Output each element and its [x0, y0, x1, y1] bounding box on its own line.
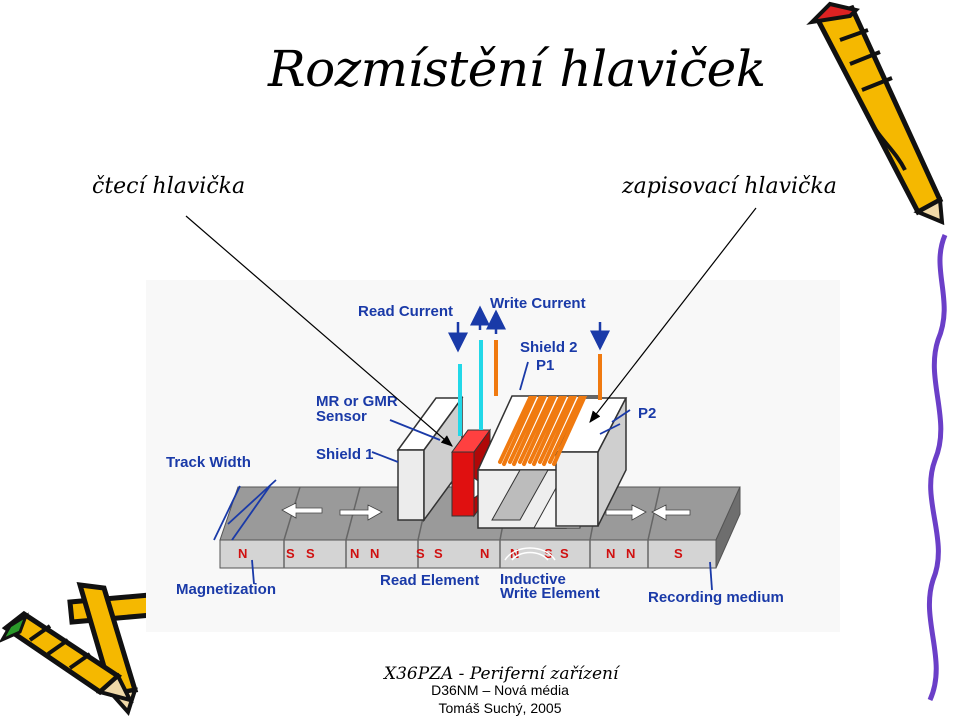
purple-border-line: [927, 234, 948, 702]
pole-s: S: [306, 546, 315, 561]
pole-s: S: [416, 546, 425, 561]
pole-s: S: [560, 546, 569, 561]
pole-n: N: [606, 546, 615, 561]
pole-n: N: [350, 546, 359, 561]
write-head-label: zapisovací hlavička: [622, 174, 837, 199]
pencils-bottom-left-icon: [0, 582, 155, 716]
track-width-label: Track Width: [166, 454, 251, 471]
footer-subtitle: D36NM – Nová média: [431, 682, 569, 698]
shield1-label: Shield 1: [316, 446, 374, 463]
mr-sensor-label-line1: MR or GMR: [316, 393, 398, 410]
p1-label: P1: [536, 357, 554, 374]
pole-n: N: [510, 546, 519, 561]
pole-s: S: [286, 546, 295, 561]
mr-sensor-label-line2: Sensor: [316, 408, 367, 425]
pole-n: N: [370, 546, 379, 561]
magnetization-label: Magnetization: [176, 581, 276, 598]
read-current-label: Read Current: [358, 303, 453, 320]
write-head-arrow: [589, 207, 757, 423]
read-head-label: čtecí hlavička: [92, 174, 246, 199]
p2-label: P2: [638, 405, 656, 422]
read-element-label: Read Element: [380, 572, 479, 589]
pole-s: S: [674, 546, 683, 561]
pole-n: N: [238, 546, 247, 561]
pole-s: S: [434, 546, 443, 561]
footer-author: Tomáš Suchý, 2005: [438, 700, 562, 716]
recording-medium-label: Recording medium: [648, 589, 784, 606]
slide-title: Rozmístění hlaviček: [268, 40, 766, 98]
inductive-label-line2: Write Element: [500, 585, 600, 602]
shield2-label: Shield 2: [520, 339, 578, 356]
footer-course: X36PZA - Periferní zařízení: [384, 664, 619, 684]
pencil-top-right-icon: [806, 1, 945, 226]
write-coil: [498, 396, 588, 466]
inductive-label-line1: Inductive: [500, 571, 566, 588]
write-current-label: Write Current: [490, 295, 586, 312]
read-head-arrow: [185, 215, 453, 447]
pole-n: N: [626, 546, 635, 561]
pole-n: N: [480, 546, 489, 561]
